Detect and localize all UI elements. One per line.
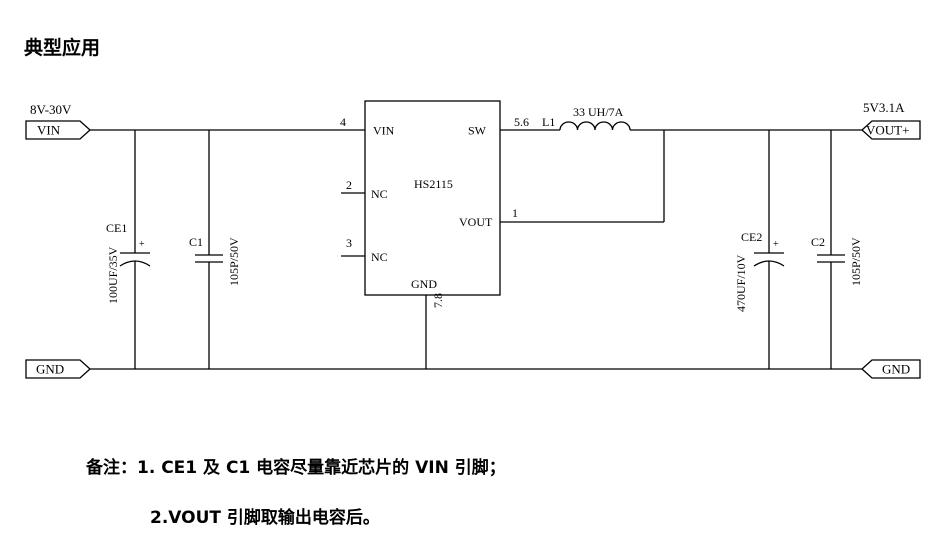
ic-pin-vout-number: 1 [512, 206, 518, 220]
gnd-left-port-flag [25, 359, 91, 379]
ic-pin-nc2-label: NC [371, 250, 388, 264]
ce2-polarity-mark: + [773, 239, 779, 250]
ic-pin-nc1-number: 2 [346, 178, 352, 192]
c2-value-label: 105P/50V [849, 237, 863, 286]
vin-port-flag [25, 120, 91, 140]
ic-pin-vout-label: VOUT [459, 215, 493, 229]
ic-pin-gnd-number: 7.8 [431, 293, 445, 308]
ic-pin-vin-number: 4 [340, 115, 346, 129]
ce2-ref-label: CE2 [741, 230, 762, 244]
gnd-left-port-label: GND [36, 362, 64, 377]
l1-value-label: 33 UH/7A [573, 105, 624, 119]
ce1-ref-label: CE1 [106, 221, 127, 235]
ce1-polarity-mark: + [139, 239, 145, 250]
ic-pin-gnd-label: GND [411, 277, 437, 291]
vin-port-label: VIN [37, 123, 61, 138]
gnd-right-port-label: GND [882, 362, 910, 377]
l1-inductor-coil [559, 121, 631, 131]
ic-pin-sw-number: 5.6 [514, 115, 529, 129]
ic-pin-sw-label: SW [468, 124, 487, 138]
wires [25, 100, 921, 379]
ic-body [364, 100, 501, 296]
ic-pin-nc1-label: NC [371, 187, 388, 201]
vout-port-flag [861, 120, 921, 140]
l1-ref-label: L1 [542, 115, 555, 129]
ic-pin-nc2-number: 3 [346, 236, 352, 250]
c1-value-label: 105P/50V [227, 237, 241, 286]
ce1-value-label: 100UF/35V [106, 246, 120, 304]
vout-port-label: VOUT+ [866, 123, 909, 138]
page-title: 典型应用 [24, 37, 101, 59]
note-line-1: 备注：1. CE1 及 C1 电容尽量靠近芯片的 VIN 引脚； [86, 458, 506, 478]
c1-ref-label: C1 [189, 235, 203, 249]
ic-part-number: HS2115 [414, 177, 453, 191]
note-line-2: 2.VOUT 引脚取输出电容后。 [150, 508, 380, 528]
gnd-right-port-flag [861, 359, 921, 379]
circuit-schematic: VIN 8V-30V GND VOUT+ 5V3.1A GND HS2115 V… [25, 100, 921, 379]
vin-range-label: 8V-30V [30, 102, 72, 117]
ic-pin-vin-label: VIN [373, 124, 395, 138]
c2-ref-label: C2 [811, 235, 825, 249]
vout-rating-label: 5V3.1A [863, 100, 905, 115]
ce2-value-label: 470UF/10V [734, 254, 748, 312]
